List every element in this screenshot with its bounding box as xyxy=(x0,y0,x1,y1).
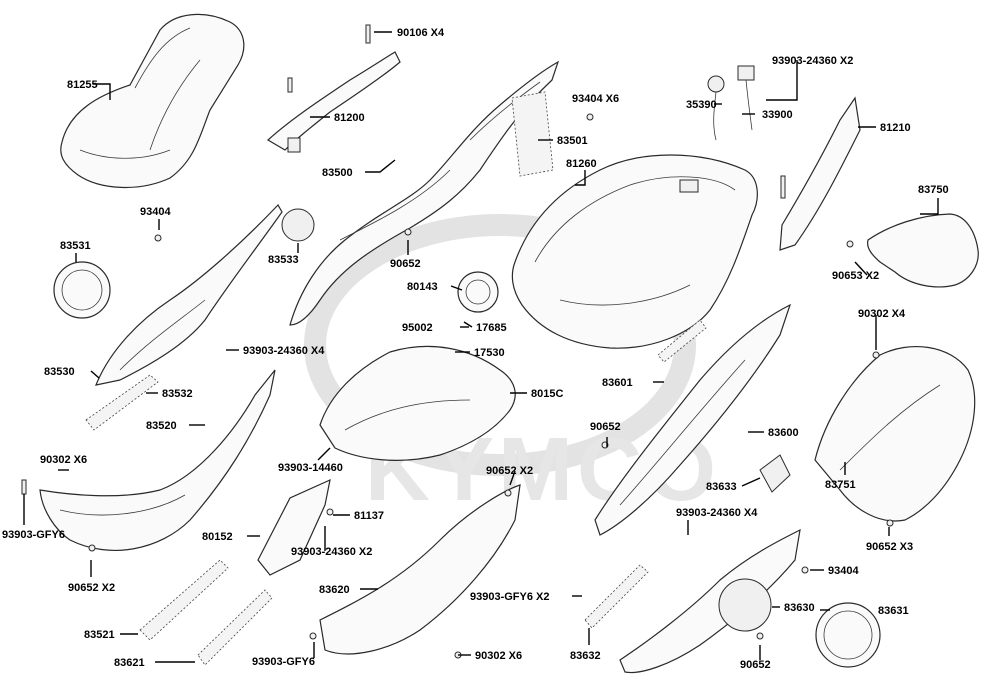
label-81137: 81137 xyxy=(354,510,384,522)
label-93903-24360-x2-top: 93903-24360 X2 xyxy=(772,55,853,67)
label-83621: 83621 xyxy=(114,657,145,669)
label-93903-gfy6-left: 93903-GFY6 xyxy=(2,529,65,541)
label-90652-x3: 90652 X3 xyxy=(866,541,913,553)
part-80143-fuel-cap xyxy=(457,271,499,313)
part-8015c-center-cover xyxy=(319,345,516,461)
part-35390-33900-wiring xyxy=(707,65,755,141)
part-83533-disc xyxy=(281,208,315,242)
leader-lines xyxy=(23,31,939,663)
part-83532-pad xyxy=(85,374,159,431)
part-83621-pad xyxy=(197,589,273,666)
label-81210: 81210 xyxy=(880,122,911,134)
label-35390: 35390 xyxy=(686,99,717,111)
part-83530-left-side-cover xyxy=(95,204,283,386)
label-90302-x4: 90302 X4 xyxy=(858,308,906,320)
part-83620-right-floor xyxy=(319,484,521,655)
part-83521-pad xyxy=(139,559,229,641)
label-83601: 83601 xyxy=(602,377,633,389)
part-83633-clip xyxy=(759,454,791,493)
part-83501-pad xyxy=(511,91,554,177)
label-90302-x6-bottom: 90302 X6 xyxy=(475,650,522,662)
part-81255-seat xyxy=(60,13,245,188)
part-83500-left-body-cover xyxy=(289,60,560,326)
label-83620: 83620 xyxy=(319,584,350,596)
part-80152-tray xyxy=(257,478,331,576)
label-83630: 83630 xyxy=(784,602,815,614)
label-83633: 83633 xyxy=(706,481,737,493)
label-93903-24360-x2-bottom: 93903-24360 X2 xyxy=(291,546,372,558)
label-83750: 83750 xyxy=(918,184,949,196)
part-83751-rear-fender xyxy=(814,345,976,522)
label-93903-14460: 93903-14460 xyxy=(278,462,343,474)
label-83501: 83501 xyxy=(557,135,588,147)
label-17530: 17530 xyxy=(474,347,505,359)
label-90652-x2-mid: 90652 X2 xyxy=(486,465,533,477)
part-83630-right-side-cover xyxy=(619,528,801,674)
label-93404-left: 93404 xyxy=(140,206,171,218)
label-8015c: 8015C xyxy=(531,388,563,400)
part-83750-inner-fender xyxy=(867,213,979,288)
label-83530: 83530 xyxy=(44,366,75,378)
label-93903-24360-x4-left: 93903-24360 X4 xyxy=(243,345,325,357)
label-90106: 90106 X4 xyxy=(397,27,445,39)
label-83531: 83531 xyxy=(60,240,91,252)
label-33900: 33900 xyxy=(762,109,793,121)
part-83531-round-cover xyxy=(53,261,111,319)
label-80143: 80143 xyxy=(407,281,438,293)
label-83600: 83600 xyxy=(768,427,799,439)
part-labels: 90106 X4 81255 81200 93903-24360 X2 9340… xyxy=(2,27,949,671)
label-81255: 81255 xyxy=(67,79,98,91)
label-90652-x2-left: 90652 X2 xyxy=(68,582,115,594)
label-93404-right: 93404 xyxy=(828,565,859,577)
label-95002: 95002 xyxy=(402,322,433,334)
label-83751: 83751 xyxy=(825,479,856,491)
label-83500: 83500 xyxy=(322,167,353,179)
label-83532: 83532 xyxy=(162,388,193,400)
label-81260: 81260 xyxy=(566,158,597,170)
label-90652-right: 90652 xyxy=(590,421,621,433)
label-90652-bottom: 90652 xyxy=(740,659,771,671)
label-93903-24360-x4-right: 93903-24360 X4 xyxy=(676,507,758,519)
part-81200-grab-rail xyxy=(266,51,401,153)
part-81260-helmet-box xyxy=(511,154,758,349)
part-81210-rear-bracket xyxy=(779,96,861,251)
label-93903-gfy6-bottom: 93903-GFY6 xyxy=(252,656,315,668)
label-83520: 83520 xyxy=(146,420,177,432)
label-93404-x6: 93404 X6 xyxy=(572,93,619,105)
label-17685: 17685 xyxy=(476,322,507,334)
label-90302-x6-left: 90302 X6 xyxy=(40,454,87,466)
label-83521: 83521 xyxy=(84,629,115,641)
label-90652-mid: 90652 xyxy=(390,258,421,270)
part-83632-pad xyxy=(584,564,649,629)
label-80152: 80152 xyxy=(202,531,233,543)
part-83600-right-body-cover xyxy=(594,303,792,536)
part-83631-round-cap xyxy=(815,602,881,668)
label-90653: 90653 X2 xyxy=(832,270,879,282)
part-83601-pad xyxy=(657,319,707,363)
label-83631: 83631 xyxy=(878,605,909,617)
label-81200: 81200 xyxy=(334,112,365,124)
label-83632: 83632 xyxy=(570,650,601,662)
part-83520-left-floor xyxy=(39,369,276,551)
label-93903-gfy6-x2: 93903-GFY6 X2 xyxy=(470,591,550,603)
label-83533: 83533 xyxy=(268,254,299,266)
